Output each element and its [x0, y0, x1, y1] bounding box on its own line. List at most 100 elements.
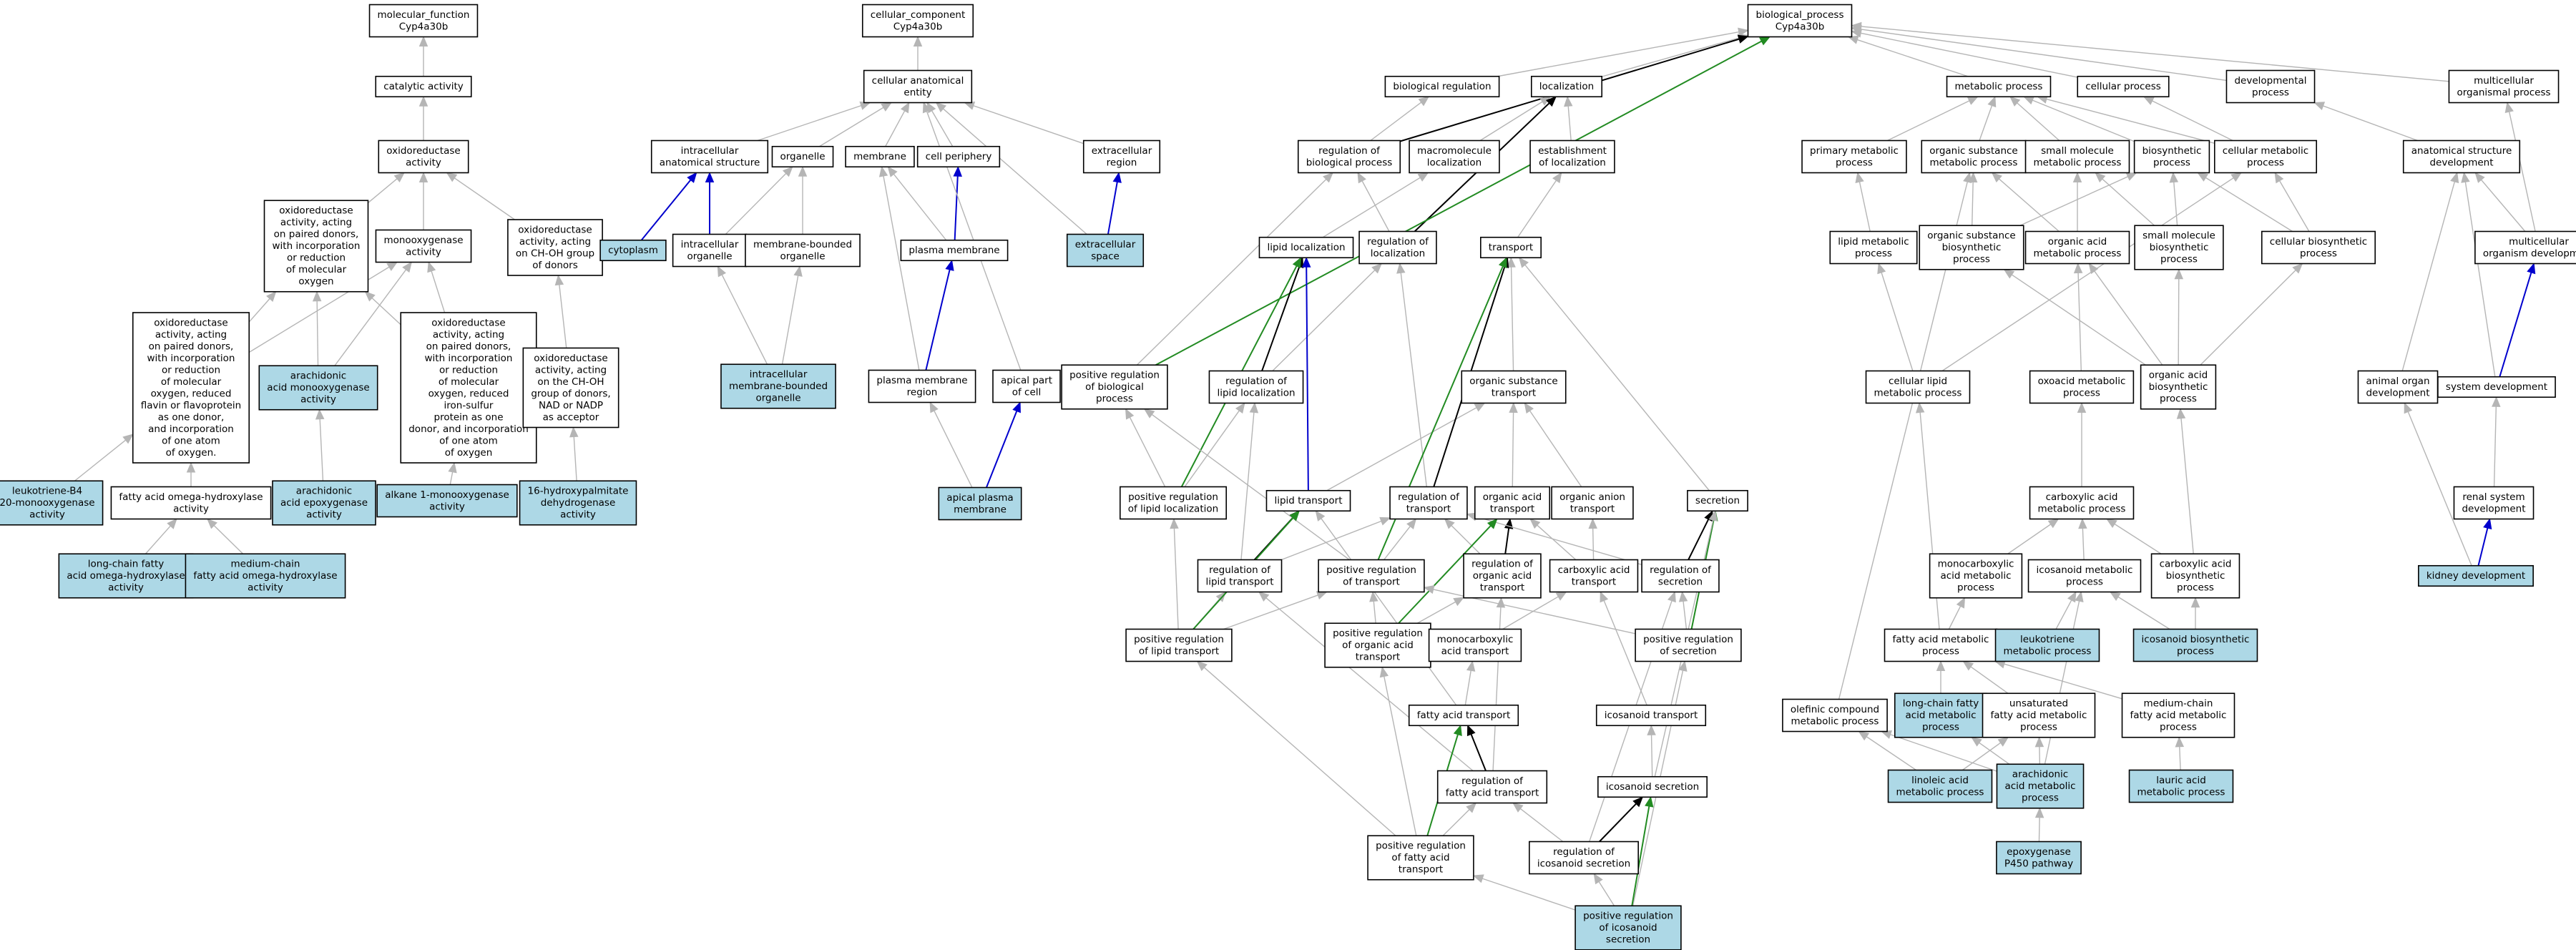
go-term-membrane[interactable]: membrane: [845, 145, 915, 168]
go-term-fatrans[interactable]: fatty acid transport: [1408, 704, 1519, 727]
go-term-lipidloc[interactable]: lipid localization: [1258, 236, 1354, 259]
go-term-secretion[interactable]: secretion: [1687, 489, 1748, 512]
go-term-organelle[interactable]: organelle: [771, 145, 834, 168]
go-term-icosecretion[interactable]: icosanoid secretion: [1597, 775, 1708, 798]
go-term-cat[interactable]: catalytic activity: [375, 75, 472, 98]
go-term-lipidtrans[interactable]: lipid transport: [1265, 489, 1351, 512]
go-term-kidneydev[interactable]: kidney development: [2418, 564, 2534, 587]
go-term-sysdev[interactable]: system development: [2437, 376, 2556, 398]
go-term-plasmamem[interactable]: plasma membrane: [900, 239, 1009, 262]
go-term-metproc[interactable]: metabolic process: [1946, 75, 2052, 98]
go-term-cellperi[interactable]: cell periphery: [916, 145, 1001, 168]
go-term-localization[interactable]: localization: [1530, 75, 1603, 98]
go-term-bioreg[interactable]: biological regulation: [1384, 75, 1500, 98]
go-term-cytoplasm[interactable]: cytoplasm: [599, 239, 667, 262]
go-term-transport[interactable]: transport: [1480, 236, 1542, 259]
go-term-cellproc[interactable]: cellular process: [2077, 75, 2170, 98]
go-term-icotrans[interactable]: icosanoid transport: [1595, 704, 1707, 727]
